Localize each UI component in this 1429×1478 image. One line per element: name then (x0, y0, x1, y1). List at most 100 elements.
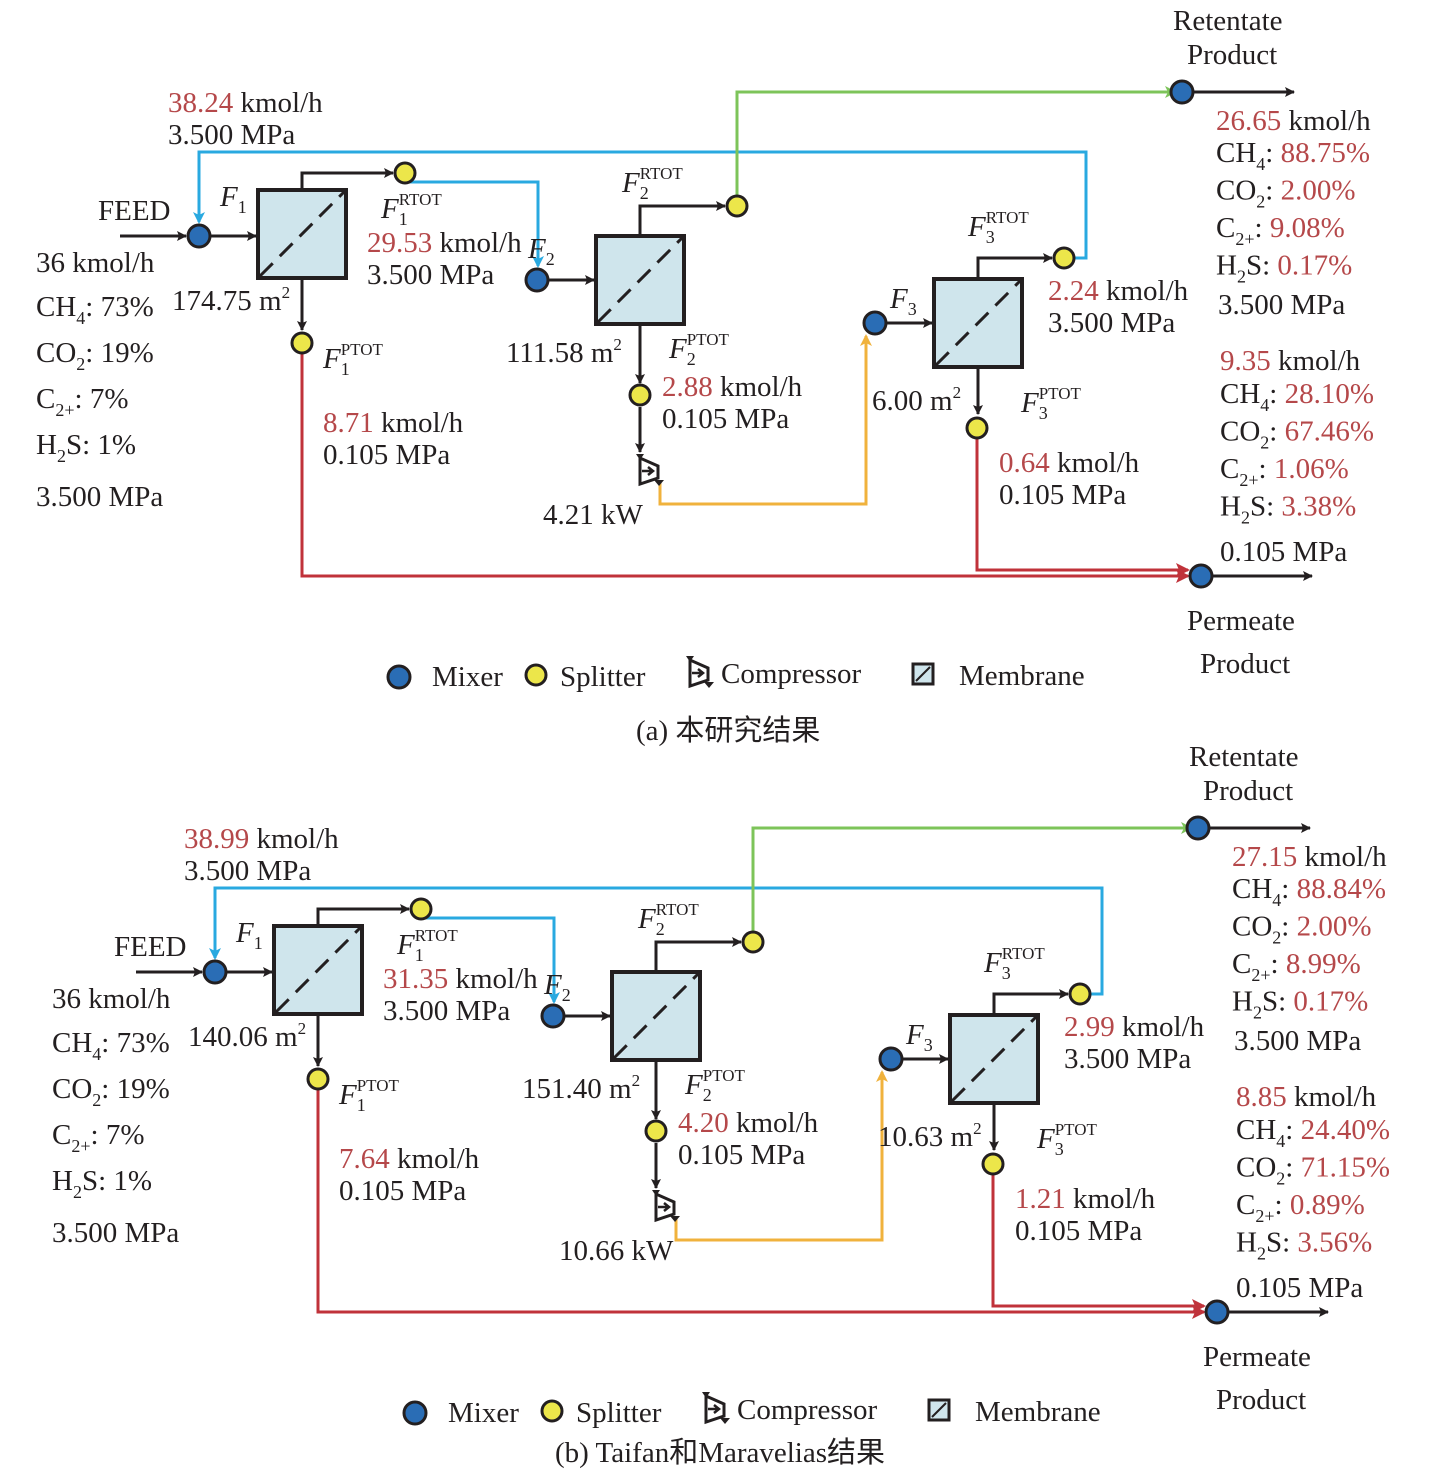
permeate-composition-0: CH4: 28.10% (1220, 378, 1374, 415)
membrane-divider (596, 236, 684, 324)
mixer-retentate-product (1185, 815, 1211, 841)
feed-pressure: 3.500 MPa (36, 481, 163, 513)
feed-composition-3: H2S: 1% (52, 1165, 152, 1202)
mixer-3 (878, 1046, 904, 1072)
flow-unit: kmol/h (448, 963, 538, 995)
flow-value: 8.85 (1236, 1081, 1287, 1113)
mixer-retentate-product (1169, 79, 1195, 105)
retentate-pressure: 3.500 MPa (1234, 1025, 1361, 1057)
flow-unit: kmol/h (729, 1107, 819, 1139)
recycle-pressure: 3.500 MPa (168, 119, 295, 151)
membrane-3 (948, 1013, 1040, 1105)
flow-value: 8.71 (323, 407, 374, 439)
legend-compressor-label: Compressor (721, 658, 862, 690)
flow-value: 2.99 (1064, 1011, 1115, 1043)
flow-unit: kmol/h (713, 371, 803, 403)
legend-compressor-icon (686, 656, 714, 689)
legend-membrane-label: Membrane (975, 1396, 1101, 1428)
stream-f1-rtot-flow: 29.53 kmol/h (367, 227, 522, 259)
membrane-2-label: F2 (527, 233, 555, 269)
flow-unit: kmol/h (390, 1143, 480, 1175)
retentate-title-2: Product (1187, 39, 1277, 71)
flow-unit: kmol/h (1050, 447, 1140, 479)
feed-composition-0: CH4: 73% (36, 291, 154, 328)
legend-splitter-label: Splitter (560, 661, 646, 693)
stream-f2-ptot-pressure: 0.105 MPa (678, 1139, 805, 1171)
splitter-f1-ptot (290, 331, 314, 355)
flow-value: 38.99 (184, 823, 249, 855)
membrane3-retentate (976, 253, 1053, 279)
f1-retentate-line (405, 180, 544, 268)
feed-composition-1: CO2: 19% (36, 337, 154, 374)
stream-f1-ptot-pressure: 0.105 MPa (339, 1175, 466, 1207)
compressor-power: 4.21 kW (543, 499, 644, 531)
retentate-product-flow: 27.15 kmol/h (1232, 841, 1387, 873)
stream-f3-ptot-flow: 1.21 kmol/h (1015, 1183, 1156, 1215)
membrane-divider (950, 1015, 1038, 1103)
permeate-product-flow: 8.85 kmol/h (1236, 1081, 1377, 1113)
permeate-composition-1: CO2: 67.46% (1220, 416, 1374, 453)
legend-splitter-label: Splitter (576, 1397, 662, 1429)
stream-f2-ptot-label: F2PTOT (668, 330, 730, 369)
permeate-composition-3: H2S: 3.38% (1220, 491, 1356, 528)
flow-value: 26.65 (1216, 105, 1281, 137)
compressor-outlet-line (674, 1070, 888, 1242)
retentate-composition-0: CH4: 88.75% (1216, 137, 1370, 174)
f2-retentate-line (751, 822, 1193, 942)
legend-splitter-icon (540, 1399, 564, 1423)
f3-permeate-line (991, 1164, 1206, 1313)
retentate-composition-3: H2S: 0.17% (1232, 986, 1368, 1023)
feed-composition-3: H2S: 1% (36, 429, 136, 466)
membrane-divider (612, 972, 700, 1060)
membrane-1-label: F1 (219, 181, 247, 217)
mixer-3 (862, 310, 888, 336)
retentate-composition-0: CH4: 88.84% (1232, 873, 1386, 910)
permeate-composition-0: CH4: 24.40% (1236, 1114, 1390, 1151)
compressor-icon (636, 454, 664, 487)
retentate-title-2: Product (1203, 775, 1293, 807)
membrane2-retentate (638, 201, 726, 236)
legend-membrane-icon (911, 662, 935, 686)
stream-f3-rtot-pressure: 3.500 MPa (1048, 307, 1175, 339)
panel-caption: (b) Taifan和Maravelias结果 (555, 1436, 885, 1469)
stream-f3-rtot-flow: 2.99 kmol/h (1064, 1011, 1205, 1043)
flow-value: 38.24 (168, 87, 234, 119)
recycle-pressure: 3.500 MPa (184, 855, 311, 887)
membrane-3-label: F3 (905, 1019, 933, 1055)
mixer-permeate-product (1188, 563, 1214, 589)
retentate-title-1: Retentate (1189, 741, 1299, 773)
membrane-3 (932, 277, 1024, 369)
stream-f1-ptot-label: F1PTOT (338, 1076, 400, 1115)
feed-flow: 36 kmol/h (52, 983, 171, 1015)
membrane-divider (274, 926, 362, 1014)
retentate-pressure: 3.500 MPa (1218, 289, 1345, 321)
feed-flow: 36 kmol/h (36, 247, 155, 279)
membrane-2-area: 151.40 m2 (522, 1071, 640, 1105)
flow-value: 1.21 (1015, 1183, 1066, 1215)
flow-value: 2.88 (662, 371, 713, 403)
flow-value: 0.64 (999, 447, 1050, 479)
splitter-f3-rtot (1052, 246, 1076, 270)
stream-f3-ptot-pressure: 0.105 MPa (1015, 1215, 1142, 1247)
legend-mixer-icon (386, 664, 412, 690)
stream-f1-ptot-label: F1PTOT (322, 340, 384, 379)
membrane-1-area: 174.75 m2 (172, 283, 290, 317)
mixer-permeate-product (1204, 1299, 1230, 1325)
flow-unit: kmol/h (1287, 1081, 1377, 1113)
feed-label: FEED (114, 931, 187, 963)
flow-value: 29.53 (367, 227, 432, 259)
stream-f3-rtot-label: F3RTOT (967, 208, 1029, 247)
retentate-composition-1: CO2: 2.00% (1216, 175, 1356, 212)
membrane-1-area: 140.06 m2 (188, 1019, 306, 1053)
legend-compressor-icon (702, 1392, 730, 1425)
f3-permeate-line (975, 428, 1190, 577)
membrane1-retentate (316, 904, 410, 926)
f1-permeate-line (316, 1079, 1206, 1319)
membrane2-retentate (654, 937, 742, 972)
stream-f3-rtot-flow: 2.24 kmol/h (1048, 275, 1189, 307)
stream-f3-ptot-pressure: 0.105 MPa (999, 479, 1126, 511)
mixer-1 (202, 959, 228, 985)
